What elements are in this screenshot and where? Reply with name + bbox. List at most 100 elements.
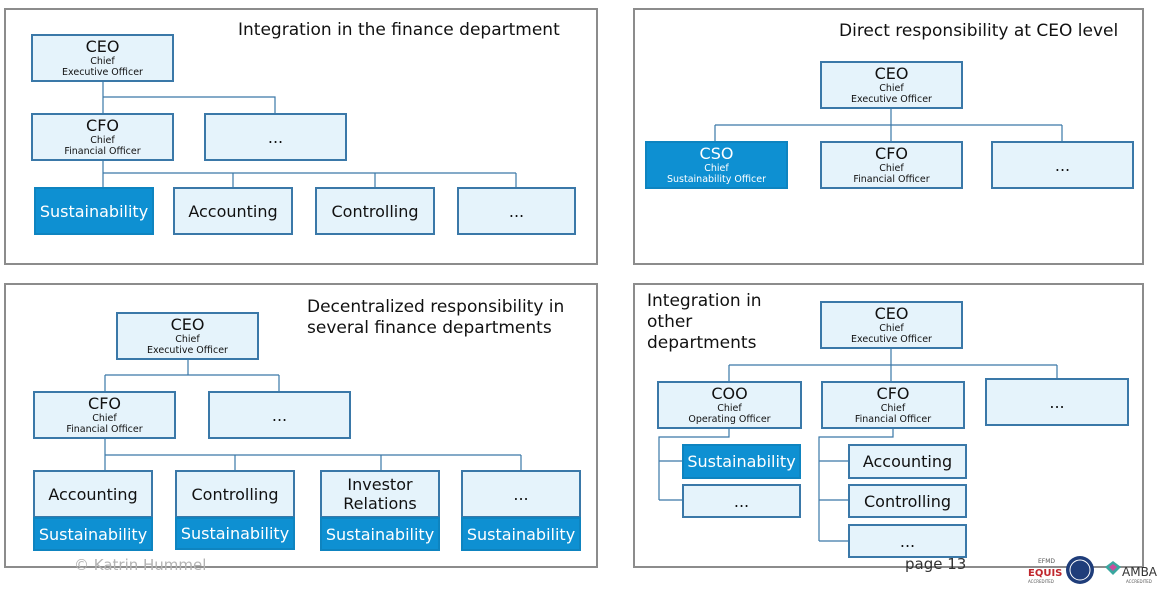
accreditation-logos-graphic: EFMD EQUIS ACCREDITED AMBA ACCREDITED [1028,556,1158,584]
accounting-box: Accounting [848,444,967,479]
cfo-box: CFO Chief Financial Officer [820,141,963,189]
cfo-box: CFO Chief Financial Officer [821,381,965,429]
role-line: Chief [90,56,115,67]
unit-label: Sustainability [687,452,796,471]
svg-text:ACCREDITED: ACCREDITED [1028,579,1054,584]
role-line: Executive Officer [147,345,228,356]
role-abbr: CEO [874,304,909,323]
controlling-box: Controlling [175,470,295,518]
role-line: Chief [175,334,200,345]
role-line: Chief [879,323,904,334]
role-line: Chief [90,135,115,146]
panel-title-line: departments [647,333,757,353]
svg-text:ACCREDITED: ACCREDITED [1126,579,1152,584]
more-box: ... [208,391,351,439]
accreditation-logos: EFMD EQUIS ACCREDITED AMBA ACCREDITED [1014,553,1165,585]
unit-label: Controlling [331,201,419,221]
unit-label: Accounting [188,201,278,221]
accounting-box: Accounting [173,187,293,235]
panel-title-line: other [647,312,693,332]
more-label: ... [1049,392,1065,412]
unit-label: Sustainability [180,524,290,543]
role-abbr: CSO [699,144,734,163]
controlling-box: Controlling [315,187,435,235]
more-box: ... [204,113,347,161]
panel-title-line: several finance departments [307,318,552,338]
accounting-box: Accounting [33,470,153,518]
role-line: Financial Officer [853,174,930,185]
more-box: ... [457,187,576,235]
sustainability-box: Sustainability [33,517,153,551]
role-abbr: CEO [170,315,205,334]
role-abbr: CFO [86,116,119,135]
role-line: Executive Officer [851,334,932,345]
unit-label: ... [513,484,529,504]
unit-label: Sustainability [325,524,435,544]
unit-label: ... [508,201,525,221]
role-line: Chief [704,163,729,174]
ceo-box: CEO Chief Executive Officer [820,61,963,109]
unit-label: Controlling [191,484,279,504]
svg-text:AMBA: AMBA [1122,565,1158,579]
unit-label: ... [733,491,750,511]
ceo-box: CEO Chief Executive Officer [116,312,259,360]
role-line: Financial Officer [66,424,143,435]
cso-box: CSO Chief Sustainability Officer [645,141,788,189]
unit-label: Accounting [862,452,953,471]
role-line: Chief [92,413,117,424]
role-line: Chief [717,403,742,414]
sustainability-box: Sustainability [682,444,801,479]
investor-relations-box: Investor Relations [320,470,440,518]
coo-box: COO Chief Operating Officer [657,381,802,429]
copyright-text: © Katrin Hummel [74,556,207,574]
role-line: Financial Officer [64,146,141,157]
svg-text:EFMD: EFMD [1038,558,1055,565]
panel-title: Decentralized responsibility in several … [307,297,564,339]
more-label: ... [1054,155,1071,175]
panel-title-line: Integration in [647,291,762,311]
cfo-box: CFO Chief Financial Officer [31,113,174,161]
more-box: ... [991,141,1134,189]
role-abbr: CFO [875,144,908,163]
more-box: ... [985,378,1129,426]
unit-label: Sustainability [39,201,149,221]
role-line: Chief [879,163,904,174]
role-line: Operating Officer [688,414,771,425]
ceo-box: CEO Chief Executive Officer [31,34,174,82]
role-abbr: CFO [876,384,910,403]
panel-ceo-level [633,8,1144,265]
role-line: Executive Officer [851,94,932,105]
svg-text:EQUIS: EQUIS [1028,568,1062,579]
unit-label: Investor [347,475,413,494]
unit-label: Relations [343,494,417,513]
more-label: ... [267,127,284,147]
unit-label: ... [899,531,916,551]
role-line: Chief [879,83,904,94]
unit-label: Controlling [863,491,952,511]
unit-label: Sustainability [466,524,576,544]
unit-label: Accounting [48,484,138,504]
ceo-box: CEO Chief Executive Officer [820,301,963,349]
panel-title: Integration in the finance department [238,20,560,40]
role-line: Executive Officer [62,67,143,78]
cfo-box: CFO Chief Financial Officer [33,391,176,439]
more-label: ... [271,405,288,425]
role-abbr: CEO [874,64,909,83]
sustainability-box: Sustainability [34,187,154,235]
panel-title: Integration in other departments [647,291,762,354]
page-number: page 13 [905,555,967,573]
panel-title: Direct responsibility at CEO level [839,21,1119,41]
role-abbr: CEO [85,37,120,56]
role-line: Financial Officer [854,414,932,425]
more-box: ... [461,470,581,518]
sustainability-box: Sustainability [175,517,295,550]
sustainability-box: Sustainability [320,517,440,551]
panel-title-line: Decentralized responsibility in [307,297,565,317]
sustainability-box: Sustainability [461,517,581,551]
more-box: ... [848,524,967,558]
controlling-box: Controlling [848,484,967,518]
role-line: Chief [880,403,906,414]
more-box: ... [682,484,801,518]
role-abbr: COO [711,384,748,403]
role-abbr: CFO [88,394,121,413]
